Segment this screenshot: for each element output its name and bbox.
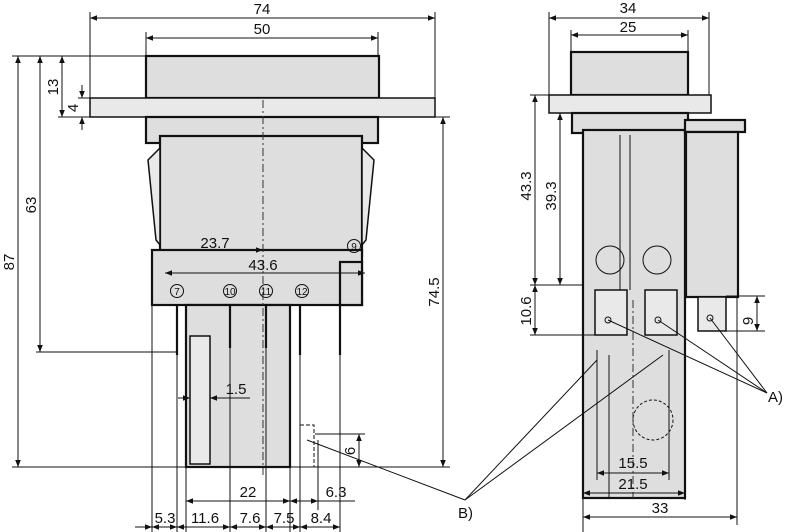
dim-34: 34 xyxy=(620,0,637,17)
dim-7-5: 7.5 xyxy=(274,510,295,527)
dim-21-5: 21.5 xyxy=(618,476,647,493)
dim-39-3: 39.3 xyxy=(543,181,560,210)
dim-43-3: 43.3 xyxy=(518,171,535,200)
dim-87: 87 xyxy=(1,254,18,271)
front-snap-springs xyxy=(147,146,375,248)
dim-4: 4 xyxy=(65,104,82,112)
dim-7-6: 7.6 xyxy=(240,510,261,527)
quick-connect-right xyxy=(644,289,678,336)
dim-10-6: 10.6 xyxy=(518,296,535,325)
dim-50: 50 xyxy=(254,21,271,38)
front-button xyxy=(144,54,381,100)
callout-b-label: B) xyxy=(458,505,473,522)
side-box xyxy=(684,130,740,299)
side-terminal-a xyxy=(697,296,727,332)
side-flange xyxy=(548,94,712,114)
terminal-12: 12 xyxy=(296,287,308,298)
side-button xyxy=(569,50,690,97)
dim-6: 6 xyxy=(342,447,359,455)
terminal-7: 7 xyxy=(174,287,180,298)
dim-1-5: 1.5 xyxy=(226,381,247,398)
callout-leaders xyxy=(306,317,768,501)
front-pins xyxy=(175,305,342,355)
front-inner-wall xyxy=(189,335,211,465)
terminal-11: 11 xyxy=(261,287,272,298)
dim-5-3: 5.3 xyxy=(155,510,176,527)
dim-63: 63 xyxy=(23,197,40,214)
terminal-labels: 7 10 11 12 9 xyxy=(170,239,361,298)
front-body xyxy=(158,134,364,258)
dim-23-7: 23.7 xyxy=(200,235,229,252)
side-box-lid xyxy=(683,118,747,134)
dim-6-3: 6.3 xyxy=(326,484,347,501)
quick-connect-left xyxy=(594,289,628,336)
screw-left xyxy=(595,245,625,275)
side-dimension-lines xyxy=(530,12,765,532)
screw-right xyxy=(642,245,672,275)
front-view: 7 10 11 12 9 xyxy=(1,1,450,532)
dim-8-4: 8.4 xyxy=(311,510,332,527)
dim-74: 74 xyxy=(254,1,271,18)
dim-22: 22 xyxy=(240,484,257,501)
side-view: 34 25 43.3 39.3 10.6 9 15.5 21.5 33 xyxy=(518,0,765,532)
dim-43-6: 43.6 xyxy=(248,257,277,274)
dim-9: 9 xyxy=(740,317,757,325)
callout-a-label: A) xyxy=(768,389,783,406)
dim-25: 25 xyxy=(620,19,637,36)
dim-13: 13 xyxy=(45,79,62,96)
dim-74-5: 74.5 xyxy=(426,277,443,306)
front-side-tab xyxy=(338,260,364,307)
dim-15-5: 15.5 xyxy=(618,455,647,472)
dim-33: 33 xyxy=(652,500,669,517)
front-tab-outline xyxy=(299,424,315,468)
dim-11-6: 11.6 xyxy=(191,510,219,527)
terminal-10: 10 xyxy=(224,287,236,298)
terminal-9: 9 xyxy=(351,242,357,253)
